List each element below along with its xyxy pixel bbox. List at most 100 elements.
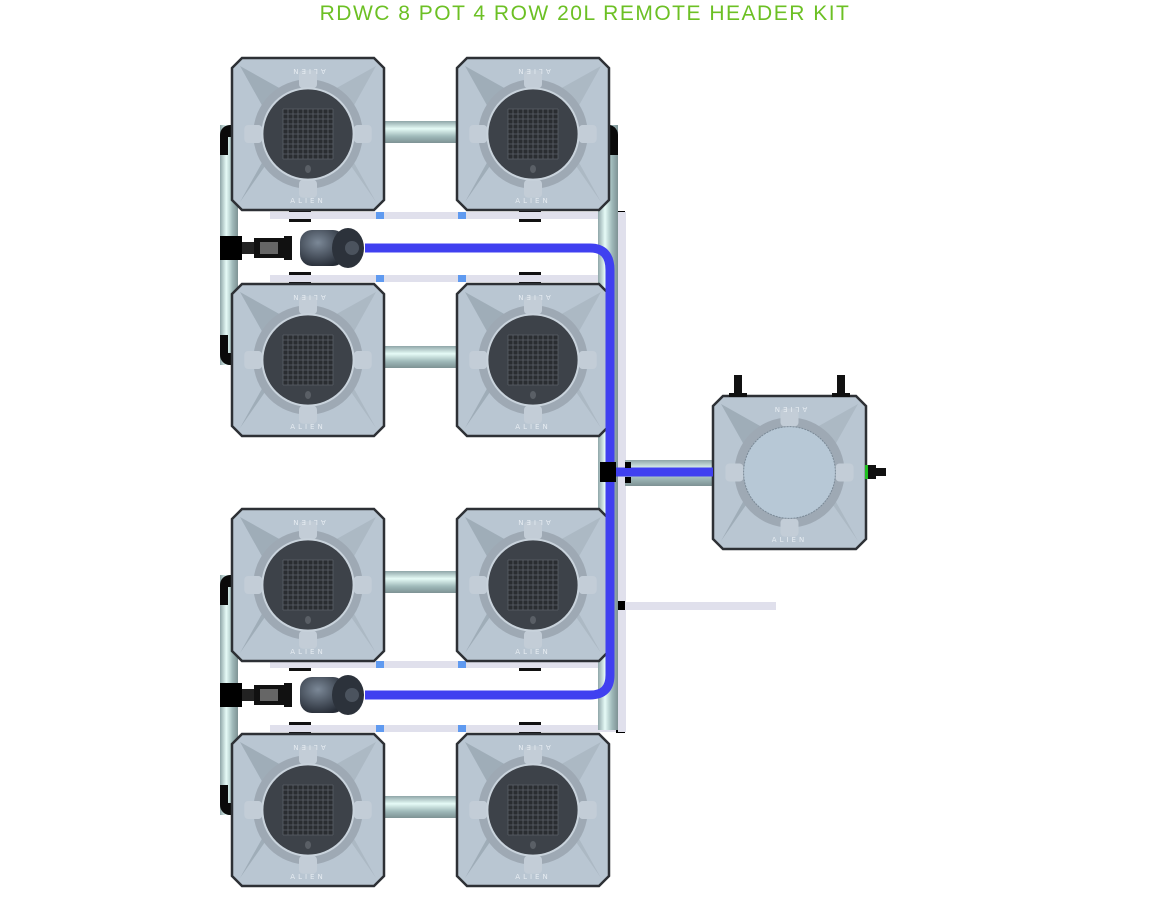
pot-handle xyxy=(244,125,263,143)
connecting-pipe xyxy=(380,796,460,818)
line-bracket xyxy=(519,722,541,725)
pot-brand-top: ALIEN xyxy=(772,405,807,413)
tee-fitting xyxy=(625,477,631,483)
water-pump-2[interactable] xyxy=(220,675,364,715)
line-clip xyxy=(376,275,384,282)
line-bracket xyxy=(289,272,311,275)
drain-valve xyxy=(865,465,868,479)
drain-valve xyxy=(876,468,886,476)
grow-pot-6[interactable]: ALIEN ALIEN xyxy=(455,507,611,663)
pot-handle xyxy=(299,855,317,874)
pot-handle xyxy=(780,408,799,427)
pot-brand-top: ALIEN xyxy=(290,743,325,751)
pot-handle xyxy=(244,351,263,369)
kit-title: RDWC 8 POT 4 ROW 20L REMOTE HEADER KIT xyxy=(319,2,851,25)
pump-connector xyxy=(284,683,292,707)
lid-logo xyxy=(530,616,536,624)
lid-logo xyxy=(305,165,311,173)
line-clip xyxy=(376,661,384,668)
line-bracket xyxy=(519,668,541,671)
pot-brand-top: ALIEN xyxy=(290,293,325,301)
lid-logo xyxy=(530,391,536,399)
line-bracket xyxy=(519,219,541,222)
connecting-pipe xyxy=(380,121,460,143)
pot-handle xyxy=(469,351,488,369)
line-bracket xyxy=(289,668,311,671)
pot-brand-top: ALIEN xyxy=(515,743,550,751)
drain-line xyxy=(270,661,620,668)
tank-fitting xyxy=(734,375,742,397)
pot-brand-bottom: ALIEN xyxy=(515,873,550,881)
pot-handle xyxy=(299,521,317,540)
pot-handle xyxy=(524,179,542,198)
pot-handle xyxy=(524,630,542,649)
grow-pot-4[interactable]: ALIEN ALIEN xyxy=(455,282,611,438)
pot-handle xyxy=(299,405,317,424)
pot-brand-bottom: ALIEN xyxy=(515,648,550,656)
tank-fitting xyxy=(832,393,850,397)
pot-handle xyxy=(469,576,488,594)
pot-handle xyxy=(469,125,488,143)
pot-handle xyxy=(578,125,597,143)
grow-pot-8[interactable]: ALIEN ALIEN xyxy=(455,732,611,888)
pot-handle xyxy=(469,801,488,819)
pot-brand-top: ALIEN xyxy=(515,293,550,301)
pump-connector xyxy=(242,242,254,254)
lid-logo xyxy=(305,391,311,399)
pot-handle xyxy=(244,801,263,819)
connecting-pipe xyxy=(380,346,460,368)
grow-pot-7[interactable]: ALIEN ALIEN xyxy=(230,732,386,888)
tee-fitting xyxy=(625,462,631,468)
pump-outlet xyxy=(345,688,359,702)
pot-handle xyxy=(524,521,542,540)
pot-brand-top: ALIEN xyxy=(290,67,325,75)
pot-handle xyxy=(524,296,542,315)
pot-brand-bottom: ALIEN xyxy=(290,648,325,656)
pot-handle xyxy=(353,125,372,143)
line-clip xyxy=(458,725,466,732)
pot-handle xyxy=(578,576,597,594)
line-bracket xyxy=(289,219,311,222)
pump-connector xyxy=(220,683,242,707)
pot-handle xyxy=(244,576,263,594)
remote-header-tank[interactable]: ALIEN ALIEN xyxy=(711,394,868,551)
drain-line xyxy=(270,725,620,732)
pump-connector xyxy=(242,689,254,701)
pot-brand-bottom: ALIEN xyxy=(772,536,807,544)
pot-handle xyxy=(299,746,317,765)
pot-brand-bottom: ALIEN xyxy=(290,423,325,431)
line-bracket xyxy=(289,722,311,725)
line-clip xyxy=(458,275,466,282)
line-clip xyxy=(376,725,384,732)
pot-handle xyxy=(780,518,799,537)
drain-line xyxy=(270,212,620,219)
grow-pot-1[interactable]: ALIEN ALIEN xyxy=(230,56,386,212)
pot-brand-bottom: ALIEN xyxy=(290,197,325,205)
lid-logo xyxy=(305,616,311,624)
pot-handle xyxy=(524,70,542,89)
lid-logo xyxy=(305,841,311,849)
pot-handle xyxy=(524,405,542,424)
pot-brand-bottom: ALIEN xyxy=(515,423,550,431)
water-pump-1[interactable] xyxy=(220,228,364,268)
lid-logo xyxy=(530,841,536,849)
drain-line xyxy=(270,275,620,282)
connecting-pipe xyxy=(380,571,460,593)
tank-fitting xyxy=(837,375,845,397)
pot-handle xyxy=(353,801,372,819)
pot-brand-bottom: ALIEN xyxy=(290,873,325,881)
pot-handle xyxy=(578,351,597,369)
pot-brand-top: ALIEN xyxy=(515,518,550,526)
pot-handle xyxy=(299,179,317,198)
pump-outlet xyxy=(345,241,359,255)
pot-handle xyxy=(835,463,854,482)
pot-handle xyxy=(524,855,542,874)
pot-brand-bottom: ALIEN xyxy=(515,197,550,205)
tank-fitting xyxy=(729,393,747,397)
overflow-line xyxy=(624,602,776,610)
grow-pot-3[interactable]: ALIEN ALIEN xyxy=(230,282,386,438)
pot-handle xyxy=(578,801,597,819)
